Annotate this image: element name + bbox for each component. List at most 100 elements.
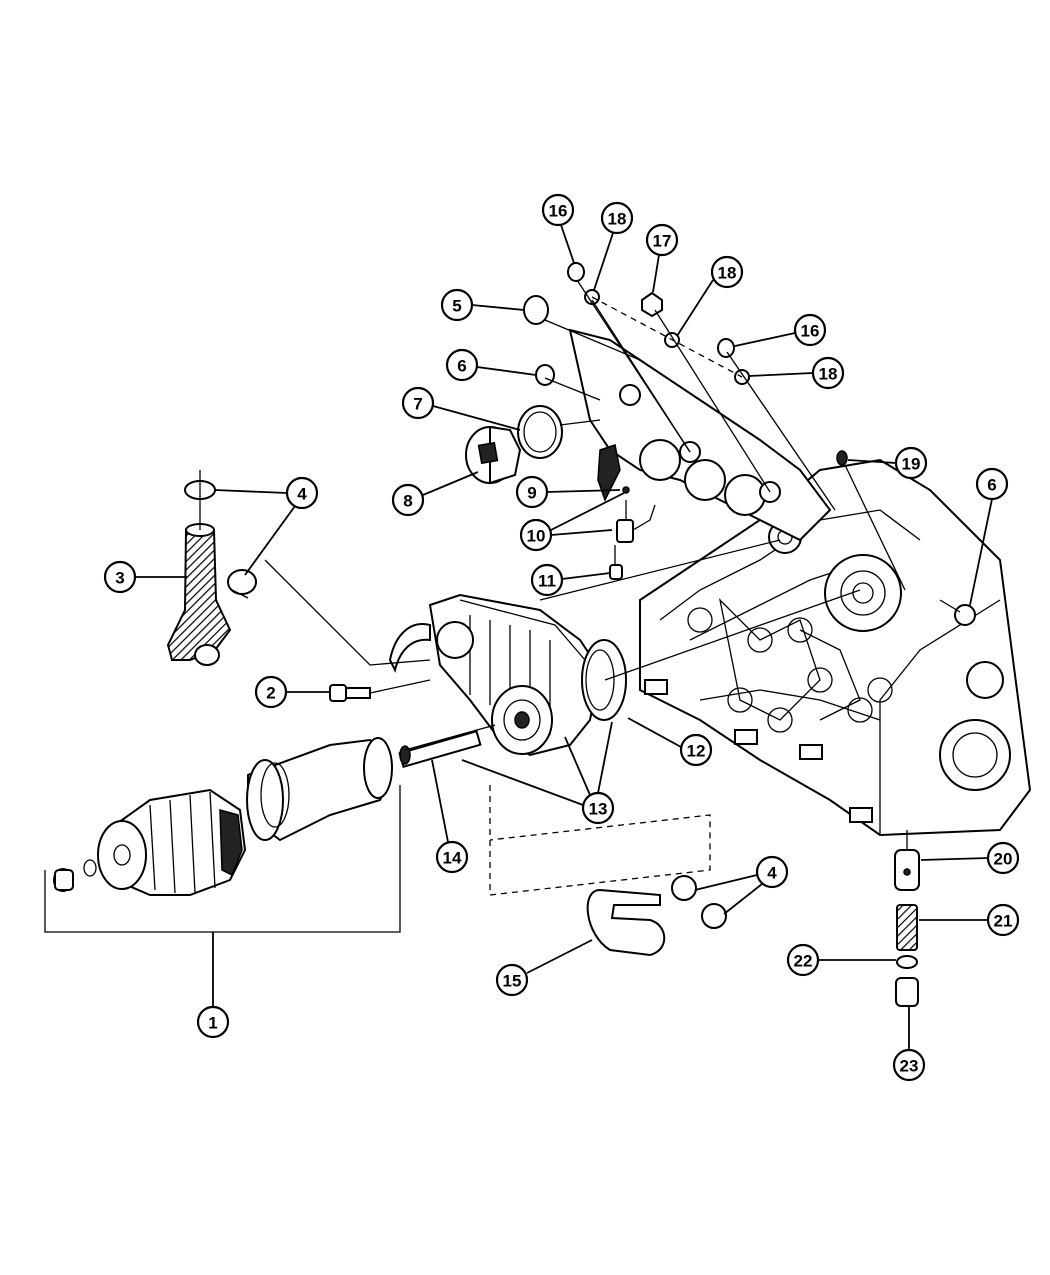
callout-leader-line: [432, 405, 521, 431]
callout-leader-line: [652, 254, 660, 293]
callout-circle: [894, 446, 928, 480]
callout-circle: [793, 313, 827, 347]
callout-leader-line: [550, 529, 613, 536]
callout-leader-line: [244, 505, 296, 576]
callout-leader-line: [920, 857, 989, 861]
callout-19: 19: [847, 446, 928, 480]
callout-number: 11: [538, 572, 556, 591]
callout-circle: [285, 476, 319, 510]
oil-filter-cap: [97, 788, 247, 896]
callout-number: 23: [900, 1057, 919, 1076]
relief-valve-parts: [894, 849, 920, 1007]
callout-leader-line: [593, 232, 614, 291]
standpipe: [398, 730, 482, 768]
callout-leader-line: [526, 939, 593, 974]
callout-leader-line: [471, 304, 525, 311]
callout-number: 15: [503, 972, 522, 991]
callout-circle: [440, 288, 474, 322]
callout-leader-line: [676, 279, 714, 337]
callout-circle: [679, 733, 713, 767]
callout-circle: [541, 193, 575, 227]
callout-7: 7: [401, 386, 521, 431]
callout-number: 4: [767, 864, 777, 883]
callout-number: 5: [452, 297, 461, 316]
callout-number: 4: [297, 485, 307, 504]
callout-leader-line: [476, 366, 537, 376]
callout-circle: [811, 356, 845, 390]
callout-circle: [786, 943, 820, 977]
callout-16: 16: [541, 193, 575, 264]
callout-number: 19: [902, 455, 921, 474]
callout-23: 23: [892, 1006, 926, 1082]
callout-circle: [196, 1005, 230, 1039]
callout-circle: [755, 855, 789, 889]
callout-20: 20: [920, 841, 1020, 875]
plug-and-seal: [465, 405, 563, 485]
callout-circle: [986, 903, 1020, 937]
callout-circle: [435, 840, 469, 874]
callout-number: 12: [687, 742, 706, 761]
callout-18: 18: [748, 356, 845, 390]
callout-14: 14: [431, 759, 469, 874]
callout-number: 6: [987, 476, 996, 495]
callout-leader-line: [734, 332, 796, 347]
hose-upper: [166, 470, 257, 666]
callout-leader-line: [694, 874, 758, 891]
callout-circle: [445, 348, 479, 382]
callout-number: 22: [794, 952, 813, 971]
oil-cooler-housing: [388, 593, 627, 757]
callout-number: 14: [443, 849, 462, 868]
callout-18: 18: [593, 201, 634, 291]
callout-number: 18: [819, 365, 838, 384]
callout-3: 3: [103, 560, 187, 594]
upper-bracket: [568, 328, 832, 542]
callout-8: 8: [391, 471, 479, 517]
engine-block: [639, 458, 1032, 837]
callout-5: 5: [440, 288, 525, 322]
callout-leader-line: [422, 471, 479, 496]
callout-circle: [645, 223, 679, 257]
callout-circle: [986, 841, 1020, 875]
callout-circle: [600, 201, 634, 235]
callout-10: 10: [519, 492, 625, 552]
callout-number: 7: [413, 395, 422, 414]
callout-1: 1: [196, 932, 230, 1039]
callout-9: 9: [515, 475, 621, 509]
callout-number: 9: [527, 484, 536, 503]
callout-circle: [530, 563, 564, 597]
callout-number: 10: [527, 527, 546, 546]
alignment-lines: [44, 279, 961, 933]
callout-circle: [975, 467, 1009, 501]
callout-number: 3: [115, 569, 124, 588]
callout-circle: [710, 255, 744, 289]
callout-number: 8: [403, 492, 412, 511]
callout-11: 11: [530, 563, 611, 597]
callout-circle: [892, 1048, 926, 1082]
callout-21: 21: [919, 903, 1020, 937]
callout-leader-line: [214, 489, 288, 494]
callout-22: 22: [786, 943, 896, 977]
callout-number: 6: [457, 357, 466, 376]
callout-leader-line: [748, 372, 814, 377]
callout-leader-line: [546, 489, 621, 493]
callout-number: 17: [653, 232, 672, 251]
bolt: [329, 684, 371, 702]
callout-leader-line: [847, 459, 897, 464]
callout-number: 21: [994, 912, 1013, 931]
callout-leader-line: [561, 572, 611, 580]
callout-circle: [581, 791, 615, 825]
callout-circle: [103, 560, 137, 594]
callout-number: 18: [718, 264, 737, 283]
callout-2: 2: [254, 675, 330, 709]
callout-leader-line: [461, 759, 584, 806]
callout-6: 6: [445, 348, 537, 382]
callout-4: 4: [694, 855, 789, 915]
callout-leader-line: [550, 492, 625, 531]
callout-circle: [401, 386, 435, 420]
callout-number: 20: [994, 850, 1013, 869]
callout-17: 17: [645, 223, 679, 293]
callout-leader-line: [627, 717, 682, 748]
callout-number: 16: [549, 202, 568, 221]
oil-filter-housing: [246, 737, 393, 842]
